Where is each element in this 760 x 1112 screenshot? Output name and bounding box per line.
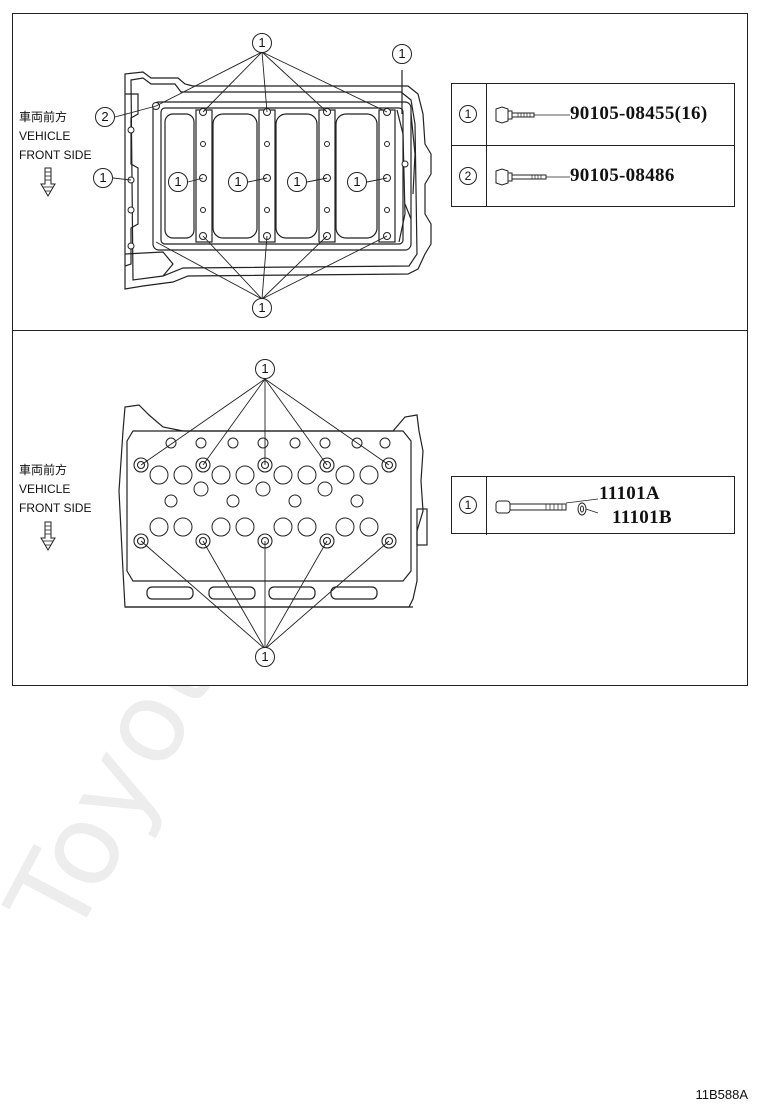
- front-arrow-icon: [40, 167, 56, 197]
- front-label-jp: 車両前方: [19, 463, 68, 477]
- parts-legend-bottom: 1 11101A 11101B: [451, 476, 735, 535]
- front-label-line2: FRONT SIDE: [19, 148, 92, 162]
- lower-crankcase-drawing: [112, 51, 432, 300]
- front-label-line1: VEHICLE: [19, 129, 71, 143]
- callout-bolt-2: 2: [95, 107, 115, 127]
- part-number-11101b: 11101B: [612, 507, 672, 528]
- front-label-jp: 車両前方: [19, 110, 68, 124]
- part-number-11101a: 11101A: [599, 483, 660, 504]
- flange-bolt-icon: [495, 106, 570, 124]
- legend-ref-1: 1: [459, 105, 477, 123]
- legend-ref-1: 1: [459, 496, 477, 514]
- part-number-90105-08486: 90105-08486: [570, 165, 675, 186]
- long-flange-bolt-icon: [495, 168, 570, 186]
- callout-head-bolt-top: 1: [255, 359, 275, 379]
- panel-cylinder-head-bolts: 1 1 車両前方 VEHICLE FRONT SIDE 1 11101A 111…: [12, 330, 748, 686]
- callout-bolt-1-web-a: 1: [168, 172, 188, 192]
- legend-row-1: 1 90105-08455(16): [452, 84, 734, 146]
- legend-ref-cell: 1: [452, 84, 487, 145]
- legend-ref-cell: 1: [452, 477, 487, 535]
- head-bolt-washer-icon: [495, 498, 599, 516]
- vehicle-front-label: 車両前方 VEHICLE FRONT SIDE: [19, 461, 91, 518]
- callout-bolt-1-web-d: 1: [347, 172, 367, 192]
- parts-legend-top: 1 90105-08455(16) 2 90105-08486: [451, 83, 735, 207]
- legend-row-2: 2 90105-08486: [452, 145, 734, 207]
- legend-row-head-bolt: 1 11101A 11101B: [452, 477, 734, 535]
- diagram-code: 11B588A: [695, 1087, 748, 1102]
- legend-ref-2: 2: [459, 167, 477, 185]
- panel-cylinder-block-bolts: 1 1 2 1 1 1 1 1 1 車両前方 VEHICLE FRONT SID…: [12, 13, 748, 331]
- legend-ref-cell: 2: [452, 145, 487, 207]
- callout-bolt-1-web-b: 1: [228, 172, 248, 192]
- cylinder-head-drawing: [118, 378, 428, 650]
- callout-bolt-1-web-c: 1: [287, 172, 307, 192]
- front-arrow-icon: [40, 521, 56, 551]
- front-label-line1: VEHICLE: [19, 482, 71, 496]
- front-label-line2: FRONT SIDE: [19, 501, 92, 515]
- callout-bolt-1-bottom: 1: [252, 298, 272, 318]
- callout-bolt-1-left: 1: [93, 168, 113, 188]
- callout-bolt-1-top: 1: [252, 33, 272, 53]
- vehicle-front-label: 車両前方 VEHICLE FRONT SIDE: [19, 108, 91, 165]
- part-number-90105-08455: 90105-08455(16): [570, 103, 708, 124]
- callout-head-bolt-bottom: 1: [255, 647, 275, 667]
- callout-bolt-1-right: 1: [392, 44, 412, 64]
